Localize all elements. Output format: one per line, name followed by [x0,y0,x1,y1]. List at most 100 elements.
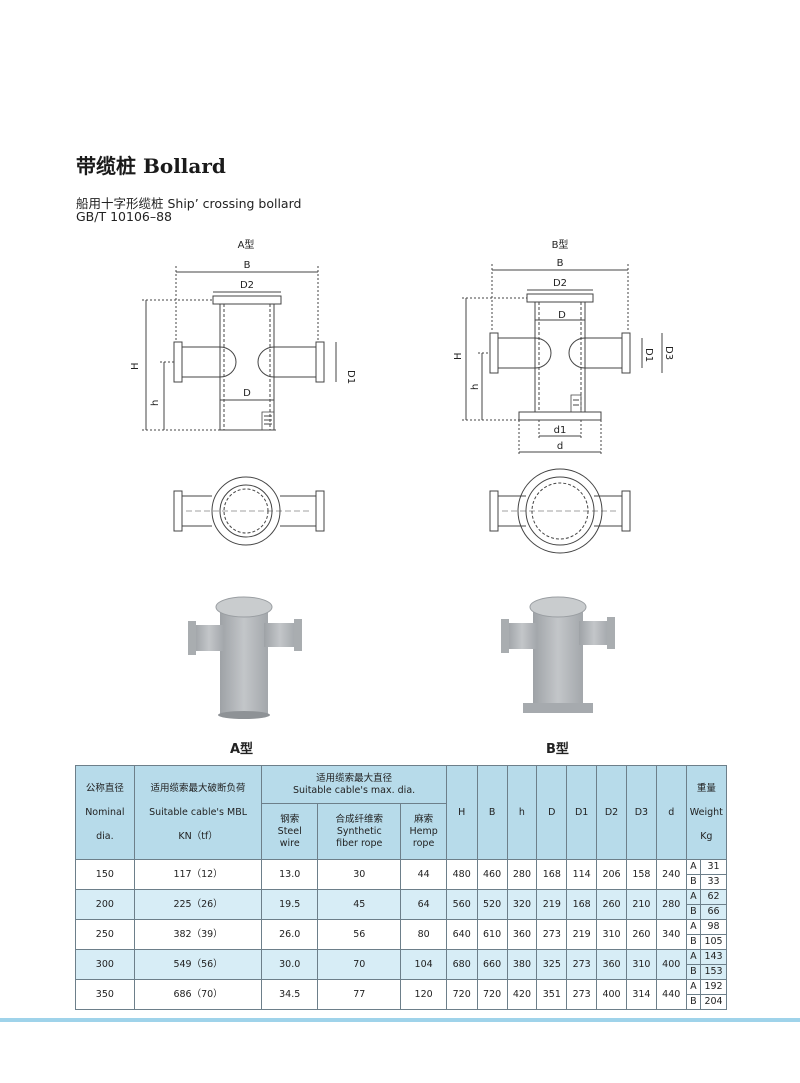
cell-type-a: A [685,859,702,875]
cell-weight-b: 153 [700,964,727,980]
cell-nominal: 350 [75,979,135,1010]
cell-type-a: A [685,919,702,935]
cell-fiber: 30 [317,859,402,890]
cell-type-a: A [685,949,702,965]
nominal-en1: Nominal [85,806,125,818]
cell-hemp: 104 [400,949,447,980]
cell-d2: 260 [596,889,627,920]
cell-h: 380 [506,949,538,980]
cell-d: 340 [655,919,687,950]
cell-d2: 206 [596,859,627,890]
cell-fiber: 70 [317,949,402,980]
standard-code: GB/T 10106–88 [76,209,173,224]
col-header-D2: D2 [596,765,627,860]
dim-label-d2: D2 [553,278,567,289]
dim-label-b: B [244,260,251,271]
cell-d1: 168 [566,889,598,920]
bollard-spec-table: 公称直径 Nominal dia. 适用缆索最大破断负荷 Suitable ca… [75,765,728,1010]
nominal-cn: 公称直径 [85,782,124,794]
cell-type-a: A [685,889,702,905]
steel-en2: wire [279,837,300,849]
b-type-plan [489,468,631,554]
col-header-H: H [445,765,478,860]
cell-nominal: 200 [75,889,135,920]
dim-label-d1-small: d1 [554,425,567,436]
weight-en1: Weight [689,806,723,818]
cell-h: 480 [445,859,478,890]
dim-label-d-small: d [557,441,563,452]
fiber-cn: 合成纤维索 [335,813,383,825]
weight-cn: 重量 [696,782,716,794]
dim-label-h-lower: h [470,384,481,390]
cell-h: 420 [506,979,538,1010]
mbl-cn: 适用缆索最大破断负荷 [150,782,246,794]
cell-d3: 260 [625,919,657,950]
cell-steel: 13.0 [261,859,319,890]
cell-mbl: 225（26） [133,889,263,920]
col-header-steel: 钢索 Steel wire [261,803,319,860]
cell-d2: 400 [596,979,627,1010]
cell-d3: 210 [625,889,657,920]
a-type-photo [188,596,302,719]
dim-label-d: D [243,388,251,399]
cell-d: 273 [536,919,568,950]
cell-hemp: 64 [400,889,447,920]
cell-b: 610 [476,919,508,950]
dim-label-d1: D1 [345,370,356,384]
cell-nominal: 150 [75,859,135,890]
cell-weight-b: 33 [700,874,727,890]
b-type-caption: B型 [546,742,569,757]
dim-label-d2: D2 [240,280,254,291]
cell-d3: 158 [625,859,657,890]
cell-h: 560 [445,889,478,920]
cell-d: 280 [655,889,687,920]
a-type-elevation: A型 B D2 [130,238,356,431]
dim-label-h-upper: H [130,362,141,370]
cell-d: 219 [536,889,568,920]
cell-type-a: A [685,979,702,995]
col-header-D3: D3 [625,765,657,860]
col-header-D: D [536,765,568,860]
cell-weight-a: 98 [700,919,727,935]
page-title: 带缆桩 Bollard [76,154,226,178]
cell-d: 325 [536,949,568,980]
cell-steel: 26.0 [261,919,319,950]
col-header-hemp: 麻索 Hemp rope [400,803,447,860]
cell-mbl: 382（39） [133,919,263,950]
hemp-en2: rope [412,837,435,849]
cell-d: 400 [655,949,687,980]
fiber-en2: fiber rope [336,837,383,849]
fiber-en1: Synthetic [336,825,382,837]
bottom-rule [0,1018,800,1022]
steel-en1: Steel [277,825,302,837]
cell-fiber: 45 [317,889,402,920]
dim-label-d1: D1 [643,348,654,362]
product-subtitle: 船用十字形缆桩 Ship’ crossing bollard [76,196,302,211]
cell-type-b: B [685,874,702,890]
col-header-weight: 重量 Weight Kg [685,765,728,860]
cell-hemp: 44 [400,859,447,890]
cell-h: 640 [445,919,478,950]
nominal-en2: dia. [96,830,114,842]
cell-nominal: 300 [75,949,135,980]
mbl-en2: KN（tf） [178,830,218,842]
cell-type-b: B [685,994,702,1010]
cell-b: 720 [476,979,508,1010]
cable-cn: 适用缆索最大直径 [316,772,393,784]
cell-mbl: 686（70） [133,979,263,1010]
cell-b: 460 [476,859,508,890]
cell-steel: 19.5 [261,889,319,920]
cell-d1: 114 [566,859,598,890]
cell-mbl: 117（12） [133,859,263,890]
cell-mbl: 549（56） [133,949,263,980]
hemp-en1: Hemp [409,825,438,837]
cell-d2: 360 [596,949,627,980]
col-header-fiber: 合成纤维索 Synthetic fiber rope [317,803,402,860]
